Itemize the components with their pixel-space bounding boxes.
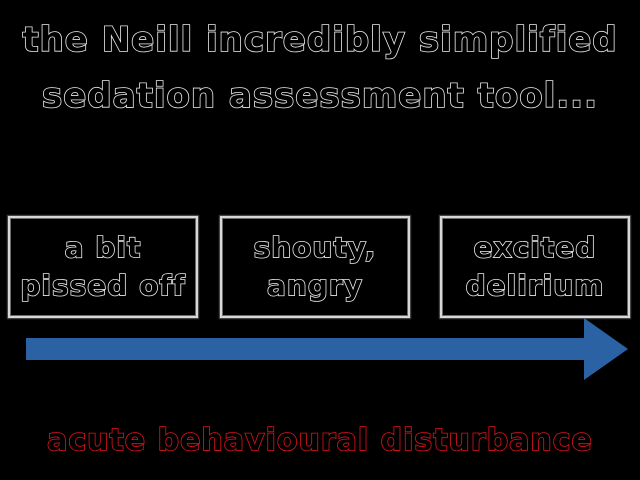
arrow-head [584,318,628,380]
right-arrow-icon [26,318,628,380]
stage-box-severe-line-1: excited [473,230,597,265]
axis-label: acute behavioural disturbance [46,422,593,459]
stage-box-moderate-line-1: shouty, [253,230,377,265]
stage-box-severe-line-2: delirium [465,268,605,303]
arrow-shaft [26,338,588,360]
stage-box-mild-line-2: pissed off [20,268,186,303]
stage-box-moderate-line-2: angry [266,268,363,303]
stage-box-mild: a bit pissed off [8,216,198,318]
stage-box-moderate: shouty, angry [220,216,410,318]
stage-box-severe: excited delirium [440,216,630,318]
title-line-2: sedation assessment tool... [41,75,598,117]
stage-box-mild-line-1: a bit [64,230,142,265]
title-line-1: the Neill incredibly simplified [22,19,618,61]
